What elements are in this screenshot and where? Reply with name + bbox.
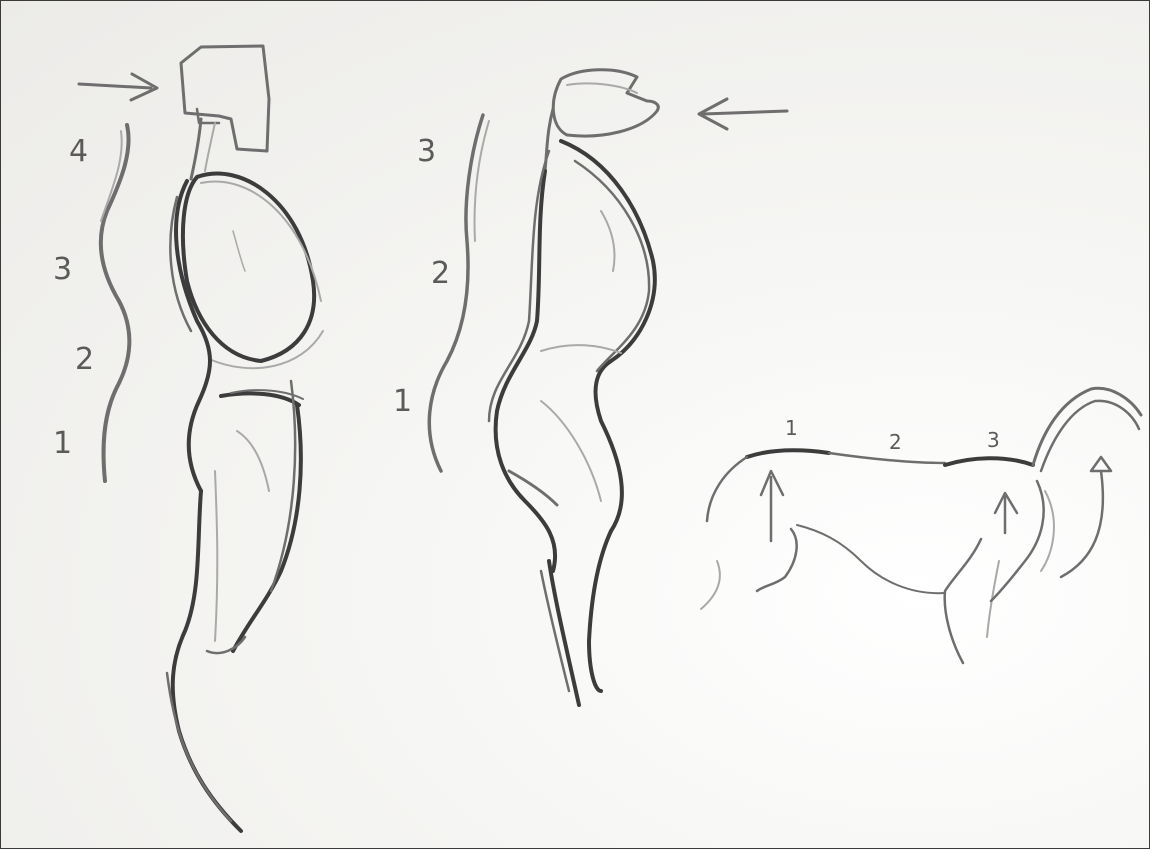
spine-curve-middle: [429, 115, 489, 471]
label-2: 2: [431, 256, 450, 291]
middle-figure: 3 2 1: [393, 70, 787, 705]
curved-arrow-icon: [1061, 457, 1111, 577]
left-figure: 4 3 2 1: [53, 46, 323, 831]
label-2: 2: [75, 342, 94, 377]
arrow-up-icon: [995, 493, 1017, 533]
label-1: 1: [785, 416, 798, 440]
label-3: 3: [417, 134, 436, 169]
spine-curve-left: [101, 125, 130, 481]
arrow-up-icon: [761, 471, 783, 541]
arrow-right-icon: [79, 74, 157, 100]
label-3: 3: [53, 252, 72, 287]
head-side: [553, 70, 658, 136]
arrow-left-icon: [699, 99, 787, 129]
label-2: 2: [889, 430, 902, 454]
head-block: [181, 46, 269, 151]
label-4: 4: [69, 134, 88, 169]
animal-sketch: 1 2 3: [701, 388, 1141, 663]
label-1: 1: [53, 426, 72, 461]
label-1: 1: [393, 384, 412, 419]
label-3: 3: [987, 428, 1000, 452]
